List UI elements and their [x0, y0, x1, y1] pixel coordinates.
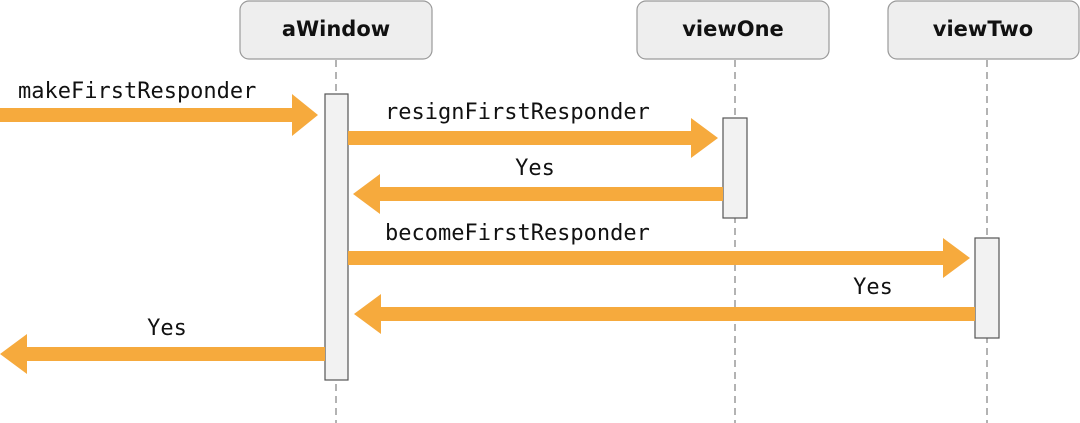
message-label-become-first-responder: becomeFirstResponder: [385, 221, 650, 246]
message-label-make-first-responder: makeFirstResponder: [18, 79, 256, 104]
message-label-resign-first-responder: resignFirstResponder: [385, 100, 650, 125]
activation-awindow: [324, 93, 349, 381]
message-label-yes-to-caller: Yes: [147, 316, 187, 341]
activation-viewtwo: [974, 237, 1000, 339]
participant-viewone: viewOne: [636, 0, 830, 60]
message-label-yes-from-viewtwo: Yes: [853, 275, 893, 300]
arrow-make-first-responder: [0, 94, 318, 136]
participant-viewone-label: viewOne: [682, 17, 784, 41]
participant-awindow-label: aWindow: [282, 17, 390, 41]
arrow-resign-first-responder: [348, 118, 718, 158]
arrow-yes-from-viewone: [353, 174, 723, 214]
message-label-yes-from-viewone: Yes: [515, 156, 555, 181]
arrow-yes-from-viewtwo: [354, 294, 975, 334]
participant-viewtwo: viewTwo: [887, 0, 1080, 60]
arrow-yes-to-caller: [0, 334, 325, 374]
arrow-become-first-responder: [348, 238, 970, 278]
participant-awindow: aWindow: [239, 0, 433, 60]
activation-viewone: [722, 117, 748, 219]
participant-viewtwo-label: viewTwo: [933, 17, 1033, 41]
